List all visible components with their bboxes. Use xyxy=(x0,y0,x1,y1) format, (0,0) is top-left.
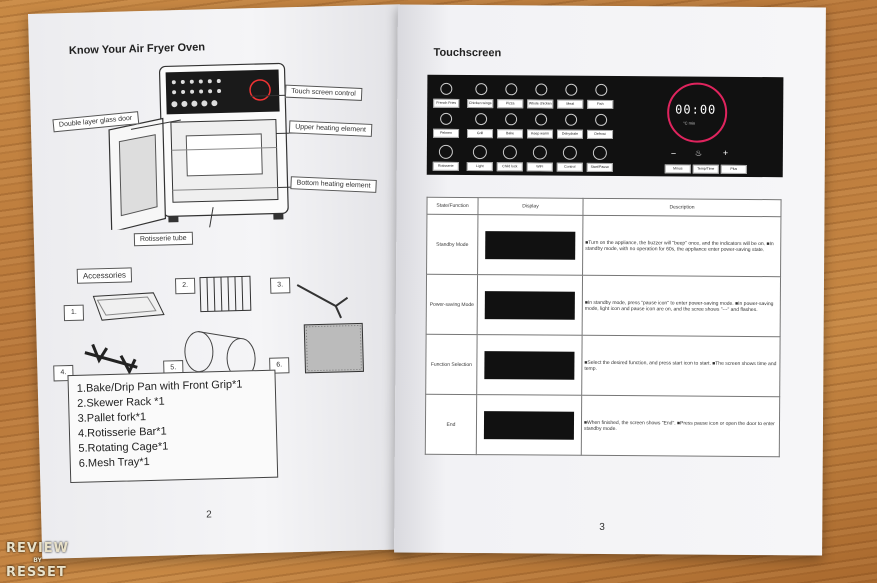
description-cell: ■Turn on the appliance, the buzzer will … xyxy=(582,215,781,277)
french-fries-icon xyxy=(440,82,453,95)
defrost-icon xyxy=(595,113,608,126)
chicken-wings-icon xyxy=(475,83,488,96)
light-icon xyxy=(472,145,487,160)
state-cell: End xyxy=(425,394,477,455)
watermark-line: REVIEW xyxy=(6,541,70,556)
func-rotisserie[interactable]: Rotisserie xyxy=(432,161,459,171)
table-row: Standby Mode ■Turn on the appliance, the… xyxy=(426,214,781,277)
func-grill[interactable]: Grill xyxy=(466,128,494,139)
func-light[interactable]: Light xyxy=(466,161,493,172)
func-wifi[interactable]: WiFi xyxy=(526,162,553,172)
fish-icon xyxy=(595,83,608,96)
pallet-fork-illustration xyxy=(296,284,349,319)
func-chicken-wings[interactable]: Chicken wings xyxy=(467,98,494,109)
table-row: Power-saving Mode ■In standby mode, pres… xyxy=(426,274,781,337)
minus-button[interactable]: Minus xyxy=(664,164,691,174)
watermark-line: RESSET xyxy=(6,565,67,580)
manual-page-left: Know Your Air Fryer Oven Touch screen co… xyxy=(28,4,415,559)
mesh-tray-illustration xyxy=(303,322,364,374)
pizza-icon xyxy=(505,83,518,96)
func-pelmen[interactable]: Pelmen xyxy=(432,128,460,138)
callout-rotisserie-tube: Rotisserie tube xyxy=(133,231,193,247)
state-cell: Function Selection xyxy=(425,334,478,395)
grill-icon xyxy=(475,113,488,126)
meat-icon xyxy=(565,83,578,96)
mini-panel-image xyxy=(484,350,575,380)
touchscreen-panel: French Fries Chicken wings Pizza Whole c… xyxy=(426,74,784,178)
description-cell: ■Select the desired function, and press … xyxy=(581,335,781,397)
state-cell: Power-saving Mode xyxy=(426,274,478,335)
display-digits: 00:00 xyxy=(675,102,717,117)
page-title: Know Your Air Fryer Oven xyxy=(68,41,206,57)
page-number: 2 xyxy=(206,509,212,521)
bake-icon xyxy=(505,113,518,126)
plus-button[interactable]: Plus xyxy=(720,164,747,174)
keep-warm-icon xyxy=(535,113,548,126)
func-start-pause[interactable]: Start/Pause xyxy=(586,162,613,173)
table-row: Function Selection ■Select the desired f… xyxy=(425,334,781,397)
mini-panel-image xyxy=(483,410,575,440)
column-header: Description xyxy=(582,198,782,217)
func-control[interactable]: Control xyxy=(556,162,583,172)
func-pizza[interactable]: Pizza xyxy=(497,99,524,109)
table-row: End ■When finished, the screen shows "En… xyxy=(425,394,780,457)
manual-page-right: Touchscreen French Fries Chicken wings P… xyxy=(394,4,826,556)
temp-time-button[interactable]: Temp/Time xyxy=(692,164,719,174)
child-lock-icon xyxy=(502,145,517,160)
watermark-line: BY xyxy=(33,557,42,564)
display-cell xyxy=(477,274,583,336)
whole-chicken-icon xyxy=(535,83,548,96)
wifi-icon xyxy=(532,145,547,160)
mini-panel-image xyxy=(485,230,576,260)
state-cell: Standby Mode xyxy=(426,214,478,275)
func-fish[interactable]: Fish xyxy=(587,99,614,110)
plus-icon: + xyxy=(722,147,729,158)
display-units: °C min xyxy=(683,120,696,126)
display-cell xyxy=(476,334,583,396)
dehydrate-icon xyxy=(565,113,578,126)
accessories-illustrations xyxy=(84,275,364,380)
description-cell: ■When finished, the screen shows "End". … xyxy=(581,395,780,457)
func-bake[interactable]: Bake xyxy=(496,129,524,139)
start-pause-icon xyxy=(592,145,607,160)
skewer-rack-illustration xyxy=(199,275,252,313)
func-keep-warm[interactable]: Keep warm xyxy=(526,129,554,139)
control-icon xyxy=(562,145,577,160)
air-fryer-diagram xyxy=(108,62,323,231)
description-cell: ■In standby mode, press "pause icon" to … xyxy=(582,275,781,337)
state-table: State/Function Display Description Stand… xyxy=(424,196,782,458)
watermark-logo: REVIEW BY RESSET xyxy=(6,541,70,580)
page-number: 3 xyxy=(599,521,605,533)
column-header: Display xyxy=(477,197,584,216)
column-header: State/Function xyxy=(426,197,479,215)
func-whole-chicken[interactable]: Whole chicken xyxy=(527,99,554,109)
display-cell xyxy=(477,214,583,276)
rotisserie-bar-illustration xyxy=(84,343,138,375)
accessory-list: 1.Bake/Drip Pan with Front Grip*1 2.Skew… xyxy=(67,369,279,484)
pelmen-icon xyxy=(440,112,453,125)
page-title: Touchscreen xyxy=(433,46,502,60)
func-french-fries[interactable]: French Fries xyxy=(433,98,460,108)
minus-icon: − xyxy=(670,148,677,159)
temp-time-icon: ♨ xyxy=(694,148,703,158)
func-dehydrate[interactable]: Dehydrate xyxy=(556,129,584,139)
func-meat[interactable]: Meat xyxy=(557,99,584,109)
display-cell xyxy=(476,394,582,456)
func-child-lock[interactable]: Child lock xyxy=(496,162,523,172)
mini-panel-image xyxy=(484,290,575,320)
rotisserie-icon xyxy=(438,144,453,159)
func-defrost[interactable]: Defrost xyxy=(586,129,614,140)
